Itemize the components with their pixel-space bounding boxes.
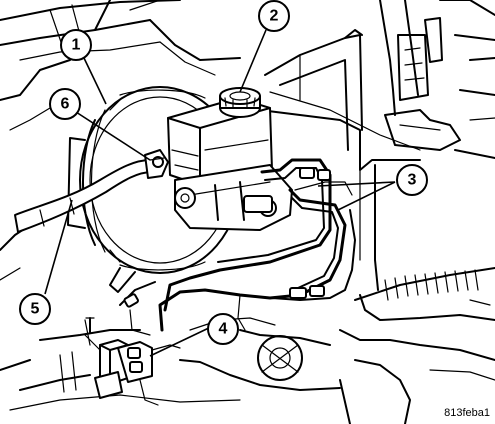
callout-1-label: 1: [72, 37, 81, 54]
callout-2-label: 2: [270, 8, 279, 25]
lower-left-structure: [0, 317, 341, 411]
master-cylinder-body: [174, 164, 293, 231]
body-structure-upper-left: [0, 0, 241, 281]
callout-4: 4: [207, 313, 239, 345]
callout-2: 2: [258, 0, 290, 32]
body-structure-upper-right: [259, 0, 495, 291]
callout-3: 3: [396, 164, 428, 196]
master-cylinder-reservoir: [167, 87, 273, 186]
callout-1: 1: [60, 29, 92, 61]
callout-5-label: 5: [31, 301, 40, 318]
callout-5: 5: [19, 293, 51, 325]
leader-lines: [44, 29, 396, 357]
wheelhouse-lower-right: [339, 267, 495, 424]
brake-lines: [119, 158, 356, 336]
callout-4-label: 4: [219, 321, 228, 338]
proportioning-valve-assembly: [84, 317, 181, 406]
figure-code: 813feba1: [444, 407, 490, 419]
callout-6-label: 6: [61, 96, 70, 113]
callout-3-label: 3: [408, 172, 417, 189]
vacuum-check-valve: [144, 149, 169, 179]
callout-6: 6: [49, 88, 81, 120]
